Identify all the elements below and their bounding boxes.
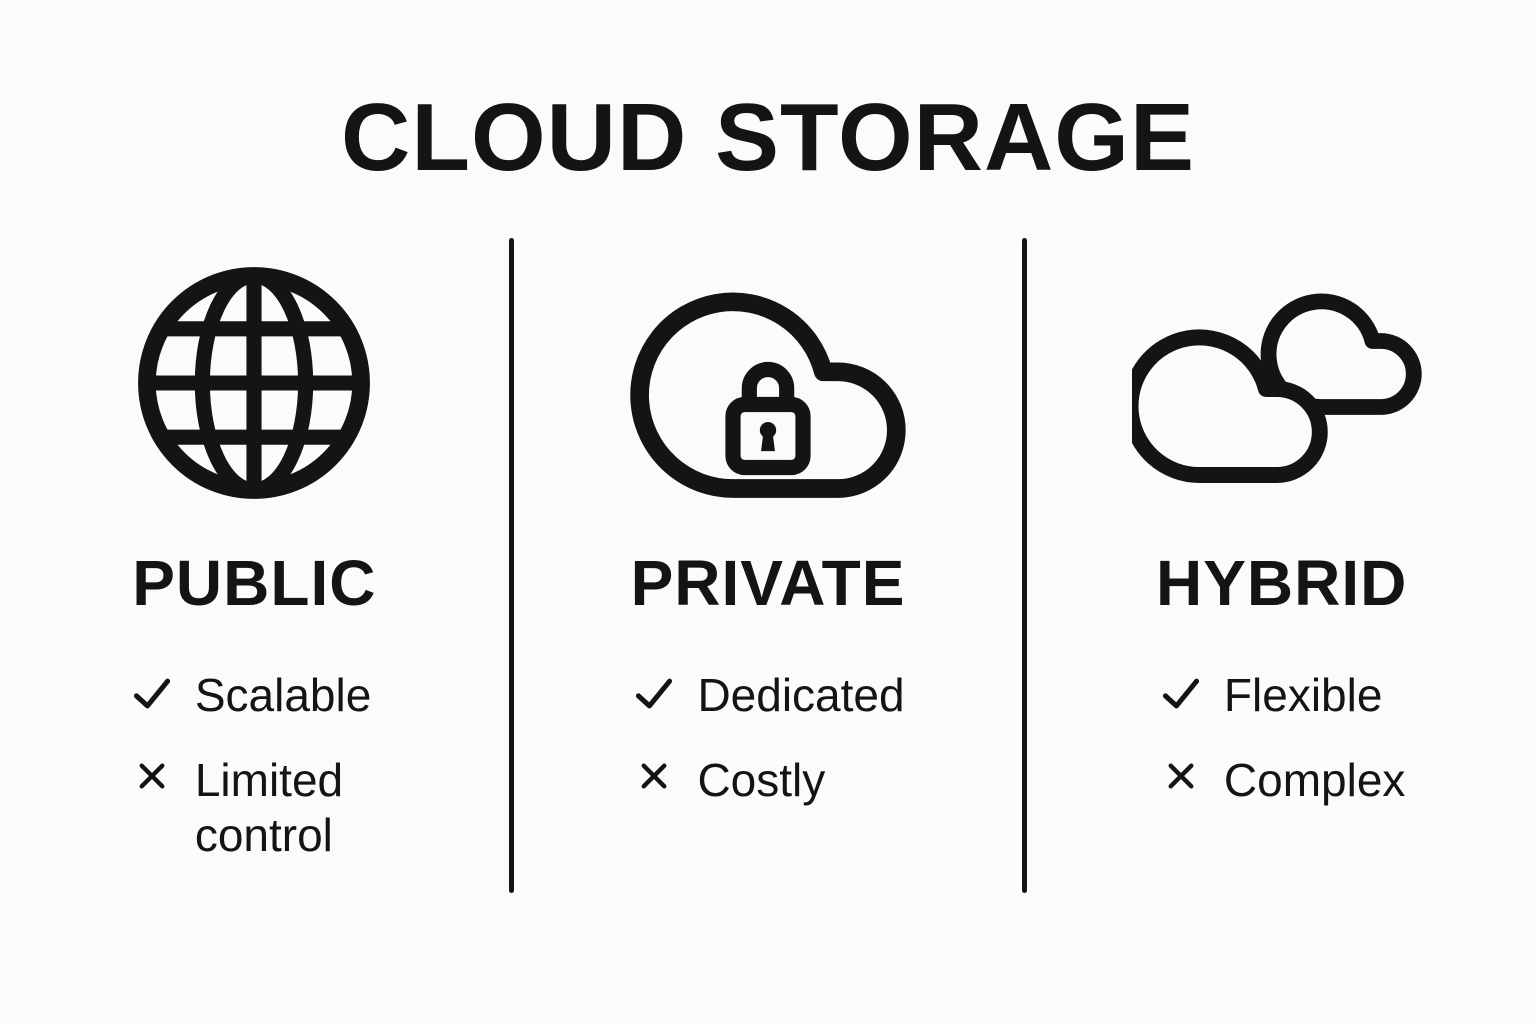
feature-con: Complex xyxy=(1158,753,1406,808)
check-icon xyxy=(129,672,175,716)
hybrid-cloud-icon xyxy=(1131,238,1432,528)
column-heading-public: PUBLIC xyxy=(132,547,377,619)
feature-pro: Scalable xyxy=(129,668,380,723)
globe-icon xyxy=(128,238,380,528)
feature-pro: Flexible xyxy=(1158,668,1406,723)
x-icon xyxy=(129,757,175,795)
feature-label: Scalable xyxy=(194,669,372,721)
column-public: PUBLIC Scalable Limi xyxy=(0,238,509,893)
feature-list-private: Dedicated Costly xyxy=(631,668,905,808)
feature-con: Limited control xyxy=(129,753,380,863)
column-divider xyxy=(1022,238,1028,893)
column-hybrid: HYBRID Flexible Comp xyxy=(1027,238,1536,893)
feature-label: Costly xyxy=(697,754,826,807)
check-icon xyxy=(1158,672,1204,716)
feature-label: Limited control xyxy=(194,754,344,862)
column-heading-private: PRIVATE xyxy=(630,547,906,619)
page-title: CLOUD STORAGE xyxy=(341,84,1195,191)
feature-label: Flexible xyxy=(1223,669,1383,721)
feature-list-public: Scalable Limited control xyxy=(129,668,380,864)
column-heading-hybrid: HYBRID xyxy=(1156,547,1408,619)
column-private: PRIVATE Dedicated Co xyxy=(514,238,1023,893)
x-icon xyxy=(631,757,677,795)
x-icon xyxy=(1158,757,1204,795)
feature-label: Complex xyxy=(1223,754,1406,807)
feature-pro: Dedicated xyxy=(631,668,905,723)
feature-list-hybrid: Flexible Complex xyxy=(1158,668,1406,808)
column-divider xyxy=(508,238,514,893)
feature-con: Costly xyxy=(631,753,904,808)
cloud-lock-icon xyxy=(628,238,908,528)
feature-label: Dedicated xyxy=(697,669,905,721)
columns-row: PUBLIC Scalable Limi xyxy=(0,238,1536,893)
check-icon xyxy=(631,672,677,716)
